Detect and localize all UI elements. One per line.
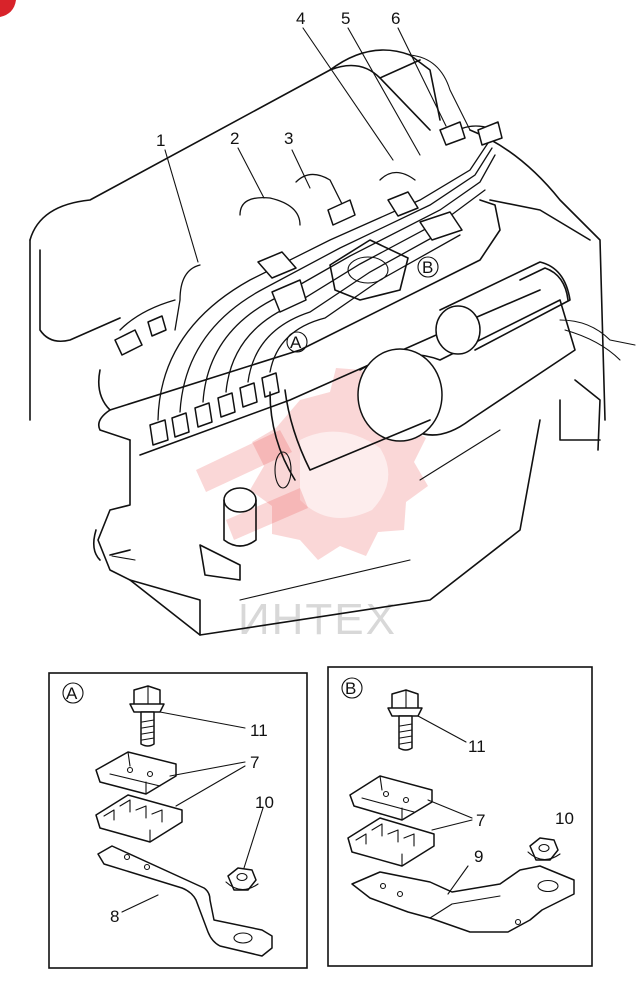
injector-nozzles: [149, 372, 280, 446]
detail-panel-b: B: [327, 666, 593, 967]
nut-icon: [225, 867, 259, 891]
clamp-icon: [95, 751, 183, 843]
bolt-icon: [387, 689, 423, 751]
panel-b-callout-7: 7: [476, 811, 485, 830]
callout-6: 6: [391, 9, 400, 28]
ref-marker-a-main: [286, 331, 308, 353]
corner-logo-fragment: [0, 0, 16, 17]
panel-a-callout-11: 11: [250, 721, 268, 740]
callout-3: 3: [284, 129, 293, 148]
panel-a-callout-8: 8: [110, 907, 119, 926]
callout-2: 2: [230, 129, 239, 148]
fuel-filter-cylinders: [269, 261, 576, 489]
detail-panel-a: A: [48, 672, 308, 969]
callout-4: 4: [296, 9, 305, 28]
callout-5: 5: [341, 9, 350, 28]
ref-a-main-label: A: [290, 333, 302, 352]
panel-a-marker: A: [66, 684, 78, 703]
panel-b-callout-9: 9: [474, 847, 483, 866]
callout-1: 1: [156, 131, 165, 150]
engine-assembly-illustration: A B: [29, 27, 636, 636]
watermark-text: ИНТЕХ: [238, 595, 397, 644]
panel-a-callout-10: 10: [255, 793, 274, 812]
panel-b-callout-11: 11: [468, 737, 486, 756]
panel-b-callout-10: 10: [555, 809, 574, 828]
panel-b-marker: B: [345, 679, 356, 698]
bolt-icon: [129, 685, 165, 747]
clamp-icon: [347, 775, 435, 867]
bracket-icon: [351, 865, 575, 933]
bracket-icon: [97, 845, 273, 957]
ref-b-main-label: B: [422, 258, 433, 277]
nut-icon: [527, 837, 561, 861]
panel-a-callout-7: 7: [250, 753, 259, 772]
ref-marker-b-main: [417, 256, 439, 278]
